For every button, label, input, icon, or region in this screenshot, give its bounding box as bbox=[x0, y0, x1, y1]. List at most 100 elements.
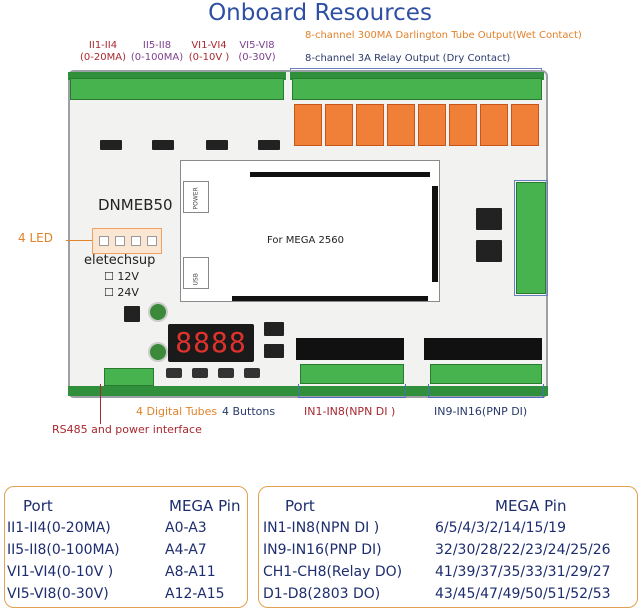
board-brand: eletechsup bbox=[84, 253, 156, 268]
table-header-port: Port bbox=[23, 497, 53, 515]
push-button[interactable] bbox=[218, 368, 234, 378]
row-pin: A4-A7 bbox=[165, 542, 207, 558]
capacitor bbox=[148, 342, 168, 362]
row-pin: 43/45/47/49/50/51/52/53 bbox=[435, 586, 611, 602]
row-port: VI1-VI4(0-10V ) bbox=[7, 564, 114, 580]
rs485-power-terminals bbox=[104, 368, 154, 386]
label-name: II1-II4 bbox=[88, 40, 118, 51]
di-optocouplers-2 bbox=[424, 338, 542, 360]
darlington-output-terminals bbox=[516, 182, 546, 294]
led-icon bbox=[99, 236, 109, 246]
din-rail-top-right bbox=[290, 72, 544, 80]
row-port: VI5-VI8(0-30V) bbox=[7, 586, 109, 602]
row-pin: A0-A3 bbox=[165, 520, 207, 536]
label-range: (0-10V ) bbox=[188, 52, 230, 63]
darlington-bracket bbox=[514, 180, 548, 296]
board-model: DNMEB50 bbox=[98, 196, 173, 214]
callout-in9-in16: IN9-IN16(PNP DI) bbox=[434, 405, 528, 418]
label-name: II5-II8 bbox=[142, 40, 172, 51]
ic-chip bbox=[152, 140, 174, 150]
ic-chip bbox=[258, 140, 280, 150]
table-rows: II1-II4(0-20MA) A0-A3 II5-II8(0-100MA)A4-… bbox=[7, 517, 247, 605]
row-pin: 6/5/4/3/2/14/15/19 bbox=[435, 520, 566, 536]
seven-segment-display: 8888 bbox=[168, 324, 254, 362]
table-row: IN9-IN16(PNP DI) 32/30/28/22/23/24/25/26 bbox=[263, 539, 637, 561]
di-optocouplers-1 bbox=[296, 338, 404, 360]
row-port: IN1-IN8(NPN DI ) bbox=[263, 520, 380, 536]
table-row: II1-II4(0-20MA) A0-A3 bbox=[7, 517, 247, 539]
label-name: VI5-VI8 bbox=[239, 40, 275, 51]
push-button[interactable] bbox=[166, 368, 182, 378]
table-header-pin: MEGA Pin bbox=[169, 497, 241, 515]
table-row: D1-D8(2803 DO) 43/45/47/49/50/51/52/53 bbox=[263, 583, 637, 605]
din-rail-bottom bbox=[68, 386, 548, 396]
push-button[interactable] bbox=[192, 368, 208, 378]
capacitor bbox=[148, 302, 168, 322]
rs485-callout-line bbox=[100, 384, 105, 424]
relay bbox=[294, 104, 322, 146]
row-port: II1-II4(0-20MA) bbox=[7, 520, 111, 536]
callout-4-led: 4 LED bbox=[18, 231, 53, 245]
label-name: VI1-VI4 bbox=[191, 40, 227, 51]
page-title: Onboard Resources bbox=[208, 0, 432, 26]
relay bbox=[325, 104, 353, 146]
table-row: II5-II8(0-100MA)A4-A7 bbox=[7, 539, 247, 561]
table-row: CH1-CH8(Relay DO)41/39/37/35/33/31/29/27 bbox=[263, 561, 637, 583]
mega-footprint: For MEGA 2560 POWER USB bbox=[180, 160, 440, 302]
usb-outline: USB bbox=[183, 257, 209, 289]
relay bbox=[387, 104, 415, 146]
push-button[interactable] bbox=[244, 368, 260, 378]
dry-contact-label: 8-channel 3A Relay Output (Dry Contact) bbox=[305, 53, 511, 64]
button-row bbox=[164, 366, 262, 380]
row-pin: A12-A15 bbox=[165, 586, 225, 602]
relay-output-terminals bbox=[292, 78, 542, 100]
relay bbox=[418, 104, 446, 146]
row-port: D1-D8(2803 DO) bbox=[263, 586, 381, 602]
ic-chip bbox=[264, 322, 284, 336]
table-row: IN1-IN8(NPN DI ) 6/5/4/3/2/14/15/19 bbox=[263, 517, 637, 539]
led-icon bbox=[147, 236, 157, 246]
relay bbox=[511, 104, 539, 146]
led-callout-line bbox=[66, 240, 92, 241]
voltage-24v: ☐ 24V bbox=[104, 286, 139, 299]
ic-chip bbox=[100, 140, 122, 150]
row-pin: 32/30/28/22/23/24/25/26 bbox=[435, 542, 611, 558]
row-pin: 41/39/37/35/33/31/29/27 bbox=[435, 564, 611, 580]
pin-header bbox=[232, 296, 428, 301]
analog-input-terminals bbox=[70, 78, 284, 100]
label-ii1-ii4: II1-II4 (0-20MA) bbox=[78, 40, 128, 64]
table-header-pin: MEGA Pin bbox=[495, 497, 567, 515]
label-range: (0-30V) bbox=[238, 52, 276, 63]
led-indicator-box bbox=[92, 228, 162, 254]
table-row: VI5-VI8(0-30V) A12-A15 bbox=[7, 583, 247, 605]
power-jack-outline: POWER bbox=[183, 181, 209, 213]
pin-table-right: Port MEGA Pin IN1-IN8(NPN DI ) 6/5/4/3/2/… bbox=[258, 486, 638, 608]
relay bbox=[480, 104, 508, 146]
callout-buttons: 4 Buttons bbox=[222, 405, 276, 418]
led-icon bbox=[131, 236, 141, 246]
voltage-12v-label: 12V bbox=[117, 270, 139, 283]
voltage-24v-label: 24V bbox=[117, 286, 139, 299]
tube-digits: 8888 bbox=[175, 326, 247, 359]
ic-chip bbox=[124, 306, 140, 322]
label-range: (0-20MA) bbox=[80, 52, 126, 63]
relay bbox=[449, 104, 477, 146]
din-rail-top-left bbox=[68, 72, 286, 80]
table-rows: IN1-IN8(NPN DI ) 6/5/4/3/2/14/15/19 IN9-I… bbox=[263, 517, 637, 605]
label-vi5-vi8: VI5-VI8 (0-30V) bbox=[234, 40, 280, 64]
label-range: (0-100MA) bbox=[130, 52, 184, 63]
callout-digital-tubes: 4 Digital Tubes bbox=[136, 405, 218, 418]
row-port: IN9-IN16(PNP DI) bbox=[263, 542, 382, 558]
in1-bracket bbox=[298, 384, 406, 398]
ic-chip bbox=[264, 344, 284, 358]
in9-in16-terminals bbox=[430, 364, 542, 384]
uln2803-chip bbox=[476, 208, 502, 230]
callout-in1-in8: IN1-IN8(NPN DI ) bbox=[304, 405, 396, 418]
pin-header bbox=[432, 186, 438, 282]
callout-rs485: RS485 and power interface bbox=[52, 423, 202, 436]
table-header-port: Port bbox=[285, 497, 315, 515]
voltage-12v: ☐ 12V bbox=[104, 270, 139, 283]
mega-label: For MEGA 2560 bbox=[267, 235, 344, 246]
label-ii5-ii8: II5-II8 (0-100MA) bbox=[128, 40, 186, 64]
led-icon bbox=[115, 236, 125, 246]
